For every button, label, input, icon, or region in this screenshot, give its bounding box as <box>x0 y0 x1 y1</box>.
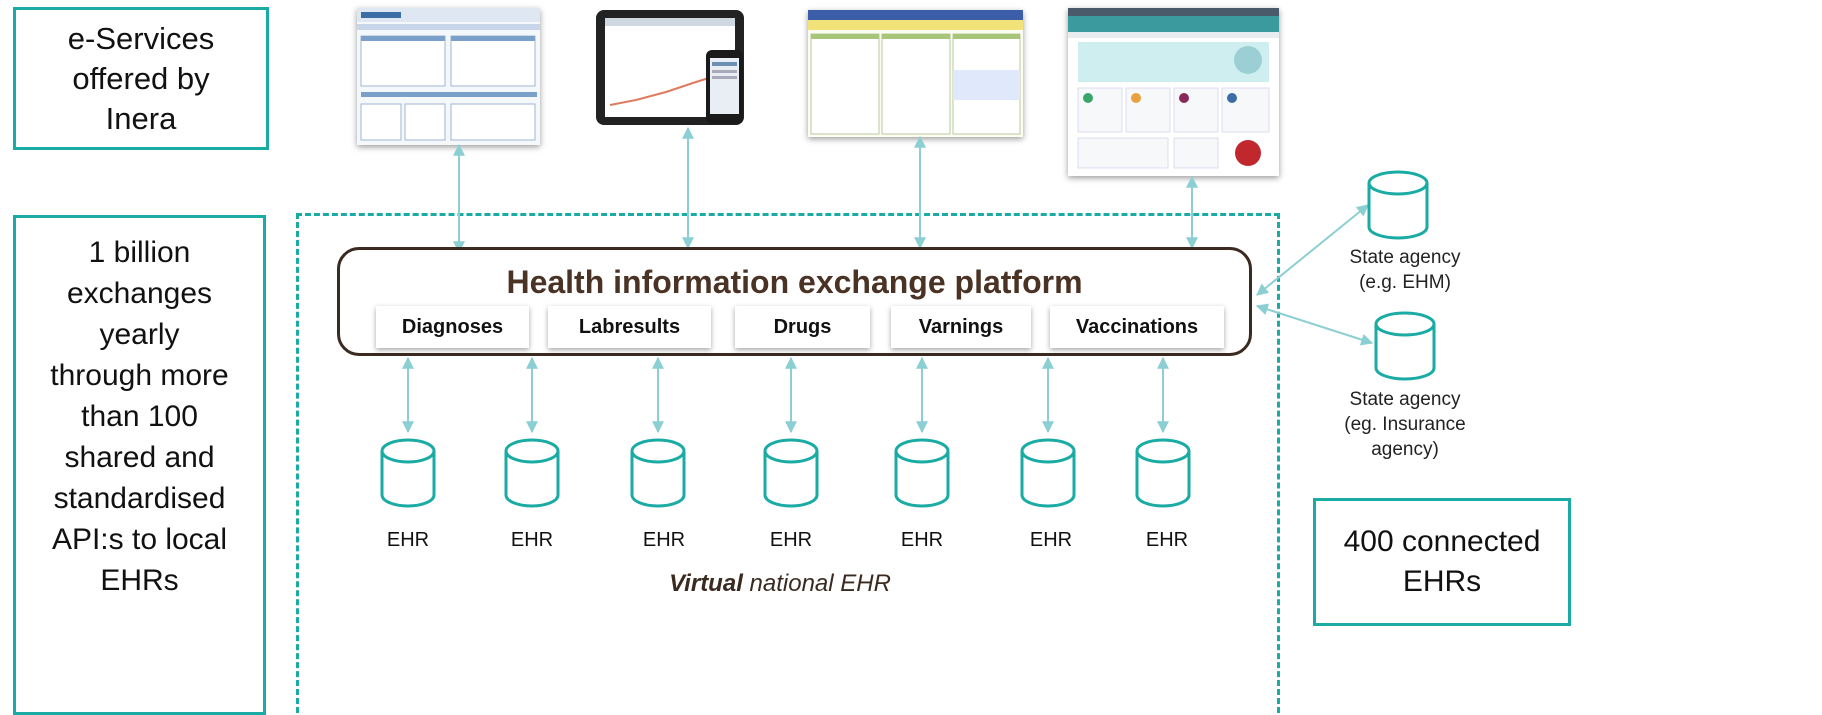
exchanges-line-4: through more <box>50 359 229 392</box>
exchanges-line-5: than 100 <box>81 400 198 433</box>
ehr-label-6: EHR <box>1029 529 1073 551</box>
ehr-database-7-icon <box>1135 438 1191 508</box>
virtual-emphasis: Virtual <box>669 570 743 597</box>
eservices-line-3: Inera <box>105 100 177 136</box>
ehr-database-3-icon <box>630 438 686 508</box>
ehr-label-7: EHR <box>1145 529 1189 551</box>
eservices-box: e-Services offered by Inera <box>13 7 269 150</box>
category-varnings: Varnings <box>891 306 1031 348</box>
virtual-ehr-region <box>296 213 1280 713</box>
exchanges-box: 1 billion exchanges yearly through more … <box>13 215 266 715</box>
eservice-screenshot-1 <box>357 8 540 145</box>
agency-ehm-database-icon <box>1367 170 1429 240</box>
agency-insurance-line-3: agency) <box>1371 439 1439 460</box>
category-vaccinations: Vaccinations <box>1050 306 1224 348</box>
eservice-screenshot-4 <box>1068 8 1279 176</box>
connected-line-1: 400 connected <box>1343 525 1541 558</box>
ehr-label-5: EHR <box>900 529 944 551</box>
category-drugs: Drugs <box>735 306 870 348</box>
eservice-screenshot-3 <box>808 10 1023 137</box>
arrow-agency-ehm <box>1256 204 1369 296</box>
ehr-label-1: EHR <box>386 529 430 551</box>
platform-title: Health information exchange platform <box>506 264 1083 300</box>
eservice-screenshot-4-image <box>1068 8 1279 169</box>
eservice-screenshot-2 <box>596 10 744 128</box>
exchanges-line-1: 1 billion <box>88 236 191 269</box>
agency-ehm-line-1: State agency <box>1349 247 1461 268</box>
eservice-screenshot-1-image <box>357 8 540 141</box>
agency-insurance-database-icon <box>1374 311 1436 381</box>
exchanges-line-2: exchanges <box>66 277 213 310</box>
eservices-line-1: e-Services <box>67 20 215 56</box>
category-labresults: Labresults <box>548 306 711 348</box>
agency-label-ehm: State agency (e.g. EHM) <box>1318 245 1492 295</box>
virtual-ehr-caption: Virtual national EHR <box>560 570 1000 598</box>
exchanges-line-7: standardised <box>53 482 226 515</box>
virtual-rest: national EHR <box>742 570 891 597</box>
ehr-database-4-icon <box>763 438 819 508</box>
eservice-screenshot-3-image <box>808 10 1023 135</box>
connected-line-2: EHRs <box>1402 565 1482 598</box>
ehr-database-2-icon <box>504 438 560 508</box>
ehr-database-6-icon <box>1020 438 1076 508</box>
exchanges-line-8: API:s to local <box>51 523 228 556</box>
agency-insurance-line-2: (eg. Insurance <box>1344 414 1466 435</box>
agency-label-insurance: State agency (eg. Insurance agency) <box>1318 387 1492 462</box>
category-diagnoses: Diagnoses <box>376 306 529 348</box>
eservice-screenshot-2-image <box>596 10 744 125</box>
exchanges-line-9: EHRs <box>100 564 179 597</box>
agency-insurance-line-1: State agency <box>1349 389 1461 410</box>
connected-ehrs-box: 400 connected EHRs <box>1313 498 1571 626</box>
exchanges-line-6: shared and <box>64 441 215 474</box>
ehr-label-4: EHR <box>769 529 813 551</box>
ehr-database-5-icon <box>894 438 950 508</box>
arrow-agency-insurance <box>1255 303 1374 346</box>
agency-ehm-line-2: (e.g. EHM) <box>1359 272 1451 293</box>
exchanges-line-3: yearly <box>99 318 180 351</box>
ehr-label-3: EHR <box>642 529 686 551</box>
ehr-database-1-icon <box>380 438 436 508</box>
ehr-label-2: EHR <box>510 529 554 551</box>
eservices-line-2: offered by <box>72 60 210 96</box>
